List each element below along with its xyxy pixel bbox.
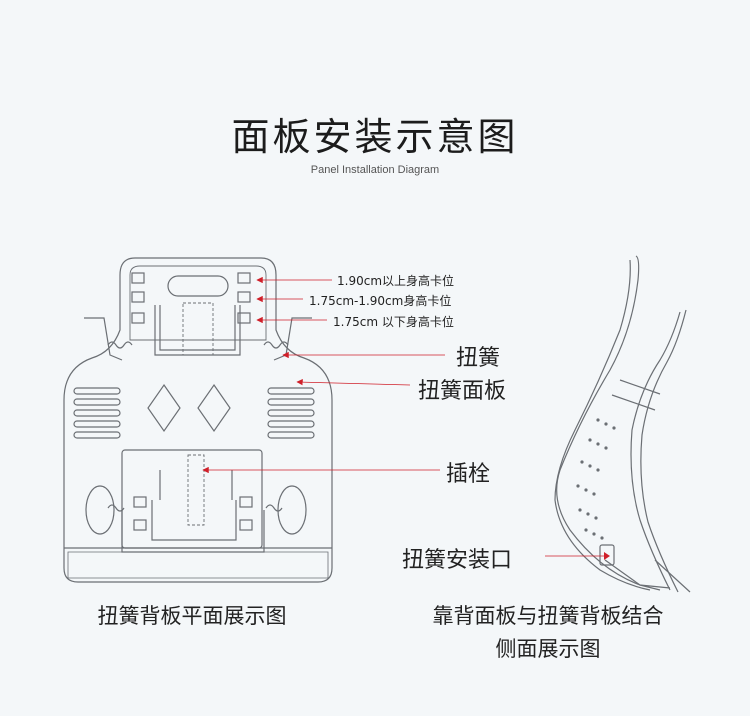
label-spring: 扭簧	[456, 346, 501, 371]
page-title: 面板安装示意图	[231, 115, 519, 159]
label-spring-panel: 扭簧面板	[418, 379, 507, 404]
label-bolt: 插栓	[446, 462, 491, 487]
label-pos-low: 1.75cm 以下身高卡位	[333, 315, 454, 329]
oval-slot	[167, 275, 229, 297]
label-pos-mid: 1.75cm-1.90cm身高卡位	[309, 294, 452, 308]
front-view-caption: 扭簧背板平面展示图	[97, 604, 287, 628]
diamond-left	[147, 383, 181, 433]
front-view-drawing	[63, 257, 333, 583]
side-view-caption-line2: 侧面展示图	[495, 637, 601, 661]
side-view-caption-line1: 靠背面板与扭簧背板结合	[432, 604, 664, 628]
side-view-dots	[576, 418, 616, 540]
side-view-drawing	[554, 255, 691, 593]
side-callout	[545, 552, 610, 560]
center-bolt	[187, 454, 205, 526]
front-callouts	[202, 276, 445, 474]
label-pos-high: 1.90cm以上身高卡位	[337, 274, 455, 288]
diamond-right	[197, 383, 231, 433]
label-spring-mount: 扭簧安装口	[402, 548, 513, 573]
backplate-outline	[63, 257, 333, 583]
page-subtitle: Panel Installation Diagram	[310, 164, 440, 176]
